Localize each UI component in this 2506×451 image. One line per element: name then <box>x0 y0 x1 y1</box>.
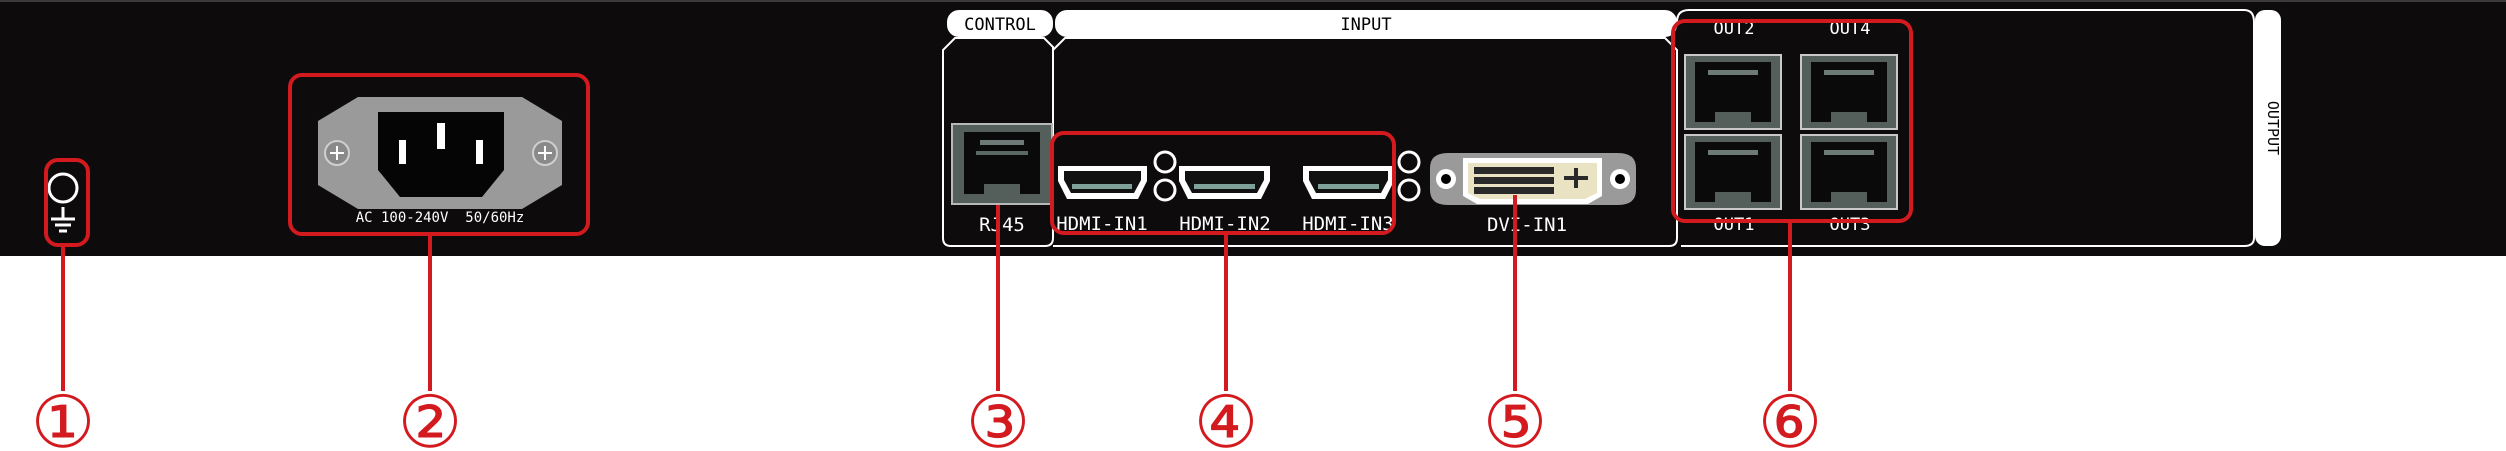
indicator-led <box>1397 150 1421 174</box>
out2-label: OUT2 <box>1714 19 1755 39</box>
input-section-label: INPUT <box>1340 15 1391 35</box>
highlight-power <box>288 73 590 236</box>
out1-label: OUT1 <box>1714 215 1755 235</box>
hdmi-port-icon <box>1179 166 1270 199</box>
indicator-led <box>1397 178 1421 202</box>
hdmi-port-icon <box>1303 166 1394 199</box>
output-section-label: OUTPUT <box>2264 101 2282 155</box>
rj45-port-icon <box>1800 134 1898 210</box>
hdmi-port-icon <box>1058 166 1147 199</box>
ground-screw <box>47 172 79 204</box>
indicator-led <box>1153 150 1177 174</box>
power-rating-label: AC 100-240V 50/60Hz <box>356 210 525 226</box>
output-frame <box>1676 9 1851 23</box>
rj45-label: RJ45 <box>979 214 1025 236</box>
highlight-ground <box>44 158 90 247</box>
rj45-port-icon <box>1684 54 1782 130</box>
dvi-in1-label: DVI-IN1 <box>1487 214 1567 236</box>
rj45-port-icon <box>1684 134 1782 210</box>
callout-6: ⑥ <box>1758 380 1823 451</box>
dvi-port-icon <box>1430 153 1636 205</box>
power-inlet: AC 100-240V 50/60Hz <box>318 97 562 226</box>
ground-terminal <box>47 172 79 233</box>
control-frame <box>942 37 1054 247</box>
highlight-hdmi <box>1050 131 1396 235</box>
control-section-label: CONTROL <box>964 15 1036 35</box>
callout-3: ③ <box>966 380 1031 451</box>
callout-1: ① <box>31 380 96 451</box>
indicator-led <box>1153 178 1177 202</box>
control-label-box <box>947 10 1053 37</box>
callout-2: ② <box>398 380 463 451</box>
callout-numbers: ① ② ③ ④ ⑤ ⑥ <box>31 380 1823 451</box>
ground-icon <box>51 207 75 233</box>
rj45-port-icon <box>1800 54 1898 130</box>
hdmi-in1-label: HDMI-IN1 <box>1056 213 1148 235</box>
input-label-box <box>1055 10 1677 37</box>
out3-label: OUT3 <box>1830 215 1871 235</box>
out4-label: OUT4 <box>1830 19 1871 39</box>
control-section: CONTROL RJ45 <box>942 10 1054 247</box>
callout-4: ④ <box>1194 380 1259 451</box>
input-section: INPUT HDMI-IN1 HDMI-IN2 HDMI-IN3 <box>1052 10 1678 247</box>
leader-lines <box>61 195 1792 391</box>
output-label-box <box>2255 10 2281 246</box>
hdmi-in3-label: HDMI-IN3 <box>1302 213 1394 235</box>
power-socket-icon <box>378 112 504 197</box>
callout-5: ⑤ <box>1483 380 1548 451</box>
rj45-port-icon <box>951 123 1053 205</box>
hdmi-in2-label: HDMI-IN2 <box>1179 213 1271 235</box>
